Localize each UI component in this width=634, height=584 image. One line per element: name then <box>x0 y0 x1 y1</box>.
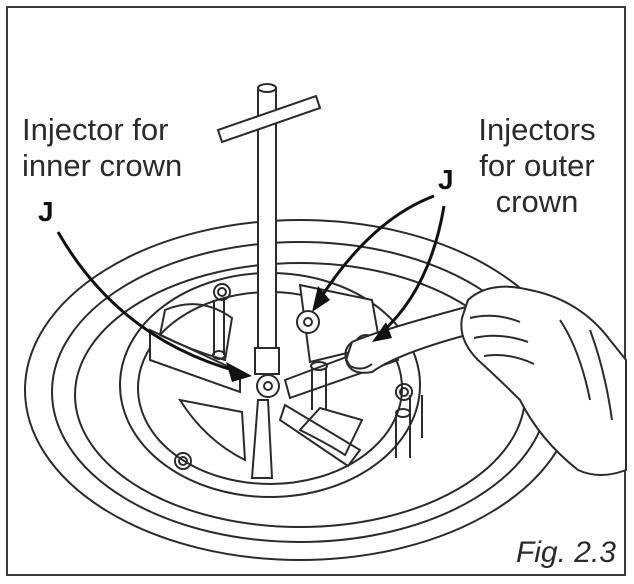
gloved-hand-icon <box>460 285 627 476</box>
label-outer-crown-injectors: Injectors for outer crown <box>462 112 612 220</box>
label-outer-line3: crown <box>495 184 579 219</box>
glove-finger-2 <box>473 334 529 343</box>
screw-top-inner <box>217 287 227 297</box>
arrowhead-inner-crown <box>226 362 252 382</box>
arrow-outer-crown-b <box>379 205 446 336</box>
post-left <box>213 300 225 355</box>
marker-inner-crown: J <box>38 196 54 227</box>
plate-cutout-right <box>298 406 364 457</box>
spanner-jaw <box>344 341 373 370</box>
label-inner-line1: Injector for <box>22 112 169 147</box>
post-left-cap <box>212 350 226 360</box>
post-center-cap <box>310 361 328 371</box>
arrow-inner-crown <box>56 231 241 374</box>
injector-inner-crown <box>256 374 280 398</box>
screw-bottom-inner <box>178 456 188 466</box>
post-right-b <box>409 395 423 438</box>
wrench-t-bar <box>216 94 322 144</box>
figure-caption: Fig. 2.3 <box>515 536 616 569</box>
injector-outer-crown-a-hole <box>303 317 313 327</box>
glove-crease <box>559 319 613 421</box>
burner-spoke-bottom <box>250 399 274 479</box>
screw-right-inner <box>399 387 409 397</box>
plate-cutout-bottom <box>177 398 247 462</box>
glove-finger-1 <box>469 314 521 323</box>
injector-inner-crown-hole <box>263 381 273 391</box>
arrowhead-outer-crown-b <box>372 322 392 342</box>
arrowhead-outer-crown-a <box>312 286 330 312</box>
spanner-body <box>344 304 480 374</box>
wrench-shaft-top <box>257 83 277 93</box>
label-outer-line1: Injectors <box>478 112 596 147</box>
wrench-socket <box>254 347 280 375</box>
post-center <box>311 368 327 410</box>
label-outer-line2: for outer <box>479 148 595 183</box>
label-inner-crown-injector: Injector for inner crown <box>22 112 182 184</box>
screw-bottom <box>174 452 192 470</box>
screw-top <box>213 283 231 301</box>
injector-outer-crown-a <box>296 310 320 334</box>
glove-finger-3 <box>483 354 535 365</box>
plate-cutout-left <box>158 303 234 362</box>
label-inner-line2: inner crown <box>22 148 183 183</box>
arrow-outer-crown-a <box>316 194 435 303</box>
marker-outer-crown: J <box>438 164 454 195</box>
screw-right <box>395 383 413 401</box>
